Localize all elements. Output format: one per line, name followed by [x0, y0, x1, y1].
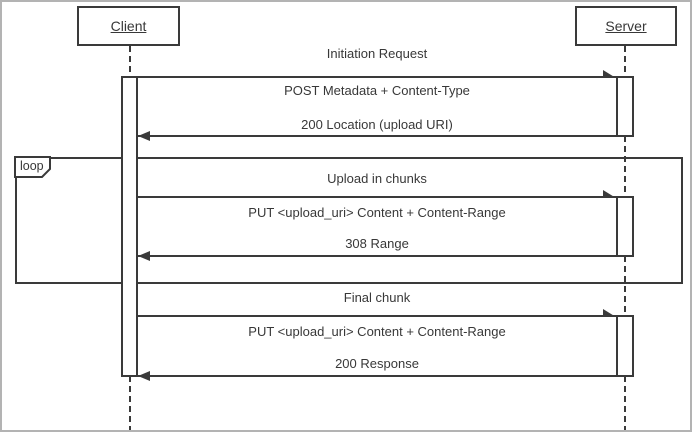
client-activation-bar: [121, 76, 138, 377]
server-activation-bar-initiation: [616, 76, 634, 137]
arrowhead-left-icon: [138, 251, 150, 261]
chunk-response-line: [138, 255, 616, 257]
initiation-response-line: [138, 135, 616, 137]
message-label-put-chunk: PUT <upload_uri> Content + Content-Range: [248, 205, 506, 220]
loop-fragment-label: loop: [20, 159, 44, 173]
server-activation-bar-loop: [616, 196, 634, 257]
final-request-line: [138, 315, 616, 317]
message-label-post-metadata: POST Metadata + Content-Type: [284, 83, 470, 98]
loop-fragment: [15, 157, 683, 284]
final-response-line: [138, 375, 616, 377]
section-title-final-chunk: Final chunk: [343, 290, 411, 305]
arrowhead-left-icon: [138, 131, 150, 141]
server-actor-box: Server: [575, 6, 677, 46]
message-label-308-range: 308 Range: [345, 236, 409, 251]
chunk-request-line: [138, 196, 616, 198]
message-label-200-location: 200 Location (upload URI): [301, 117, 453, 132]
server-activation-bar-final: [616, 315, 634, 377]
arrowhead-right-icon: [603, 70, 616, 78]
section-title-initiation: Initiation Request: [326, 46, 428, 61]
arrowhead-right-icon: [603, 190, 616, 198]
loop-fragment-tab-icon: [14, 156, 51, 178]
client-actor-box: Client: [77, 6, 180, 46]
message-label-200-response: 200 Response: [335, 356, 419, 371]
message-label-put-final: PUT <upload_uri> Content + Content-Range: [248, 324, 506, 339]
client-actor-label: Client: [110, 18, 147, 34]
arrowhead-left-icon: [138, 371, 150, 381]
server-actor-label: Server: [605, 18, 647, 34]
arrowhead-right-icon: [603, 309, 616, 317]
section-title-upload-chunks: Upload in chunks: [327, 171, 427, 186]
initiation-request-line: [138, 76, 616, 78]
